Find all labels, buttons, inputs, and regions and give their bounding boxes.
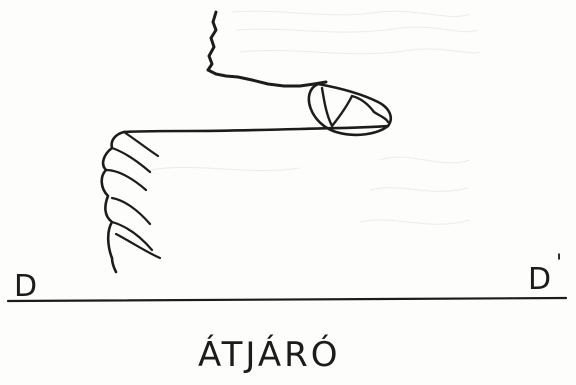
right-door-marker: D [528, 262, 551, 297]
left-door-marker: D [14, 269, 37, 304]
finger-line-2 [112, 148, 150, 172]
finger-line-1 [124, 132, 158, 156]
finger-line-6 [116, 234, 160, 258]
ground-line [8, 298, 566, 301]
knuckles-outline [102, 132, 124, 272]
right-door-prime-mark: ' [556, 251, 562, 276]
finger-line-4 [112, 198, 150, 224]
upper-squiggle-line [208, 12, 326, 86]
caption-atjaro: ÁTJÁRÓ [198, 334, 340, 375]
horizontal-arm-line [124, 126, 388, 132]
finger-line-3 [106, 170, 146, 190]
